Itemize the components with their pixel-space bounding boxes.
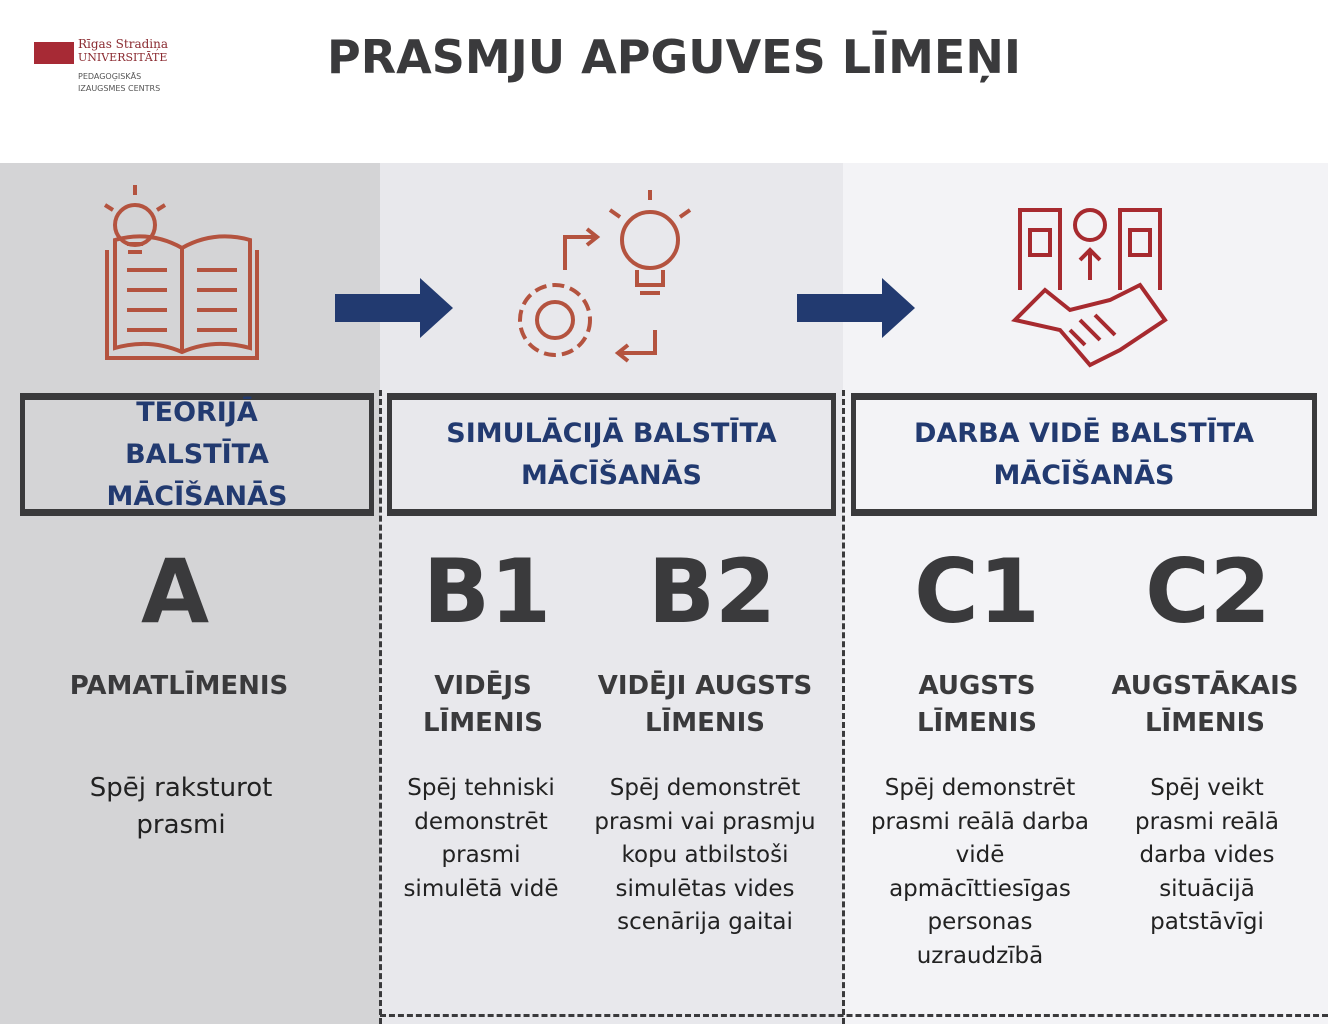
logo-line-3: PEDAGOĢISKĀS — [78, 72, 142, 81]
level-code: A — [140, 540, 210, 643]
logo-line-2: Universitāte — [78, 51, 168, 64]
level-name: AUGSTĀKAIS LĪMENIS — [1111, 671, 1299, 738]
approach-box-simulation: SIMULĀCIJĀ BALSTĪTA MĀCĪŠANĀS — [387, 393, 836, 516]
level-description: Spēj veikt prasmi reālā darba vides situ… — [1135, 775, 1279, 935]
logo-line-1: Rīgas Stradiņa — [78, 37, 169, 51]
approach-heading: SIMULĀCIJĀ BALSTĪTA MĀCĪŠANĀS — [446, 417, 777, 491]
level-name: PAMATLĪMENIS — [69, 671, 289, 701]
approach-box-theory: TEORIJĀ BALSTĪTA MĀCĪŠANĀS — [20, 393, 374, 516]
level-code: C1 — [914, 540, 1040, 643]
level-code: C2 — [1145, 540, 1271, 643]
page-title: PRASMJU APGUVES LĪMEŅI — [327, 30, 1021, 84]
column-bg-simulation — [380, 163, 843, 1024]
divider — [380, 1014, 1328, 1017]
level-description: Spēj demonstrēt prasmi vai prasmju kopu … — [594, 775, 816, 935]
level-description: Spēj raksturot prasmi — [89, 773, 273, 840]
approach-box-workplace: DARBA VIDĒ BALSTĪTA MĀCĪŠANĀS — [851, 393, 1317, 516]
level-name: VIDĒJS LĪMENIS — [422, 671, 544, 738]
approach-heading: TEORIJĀ BALSTĪTA MĀCĪŠANĀS — [106, 396, 288, 512]
handshake-buildings-icon — [1011, 208, 1168, 368]
arrow-right-icon — [335, 278, 453, 338]
level-name: AUGSTS LĪMENIS — [916, 671, 1038, 738]
arrow-right-icon — [797, 278, 915, 338]
logo-line-4: IZAUGSMES CENTRS — [78, 84, 161, 93]
level-name: VIDĒJI AUGSTS LĪMENIS — [597, 671, 813, 738]
logo-mark-icon — [34, 42, 74, 64]
level-code: B1 — [422, 540, 552, 643]
level-description: Spēj demonstrēt prasmi reālā darba vidē … — [870, 775, 1090, 969]
divider — [379, 390, 382, 1024]
column-bg-theory — [0, 163, 380, 1024]
divider — [842, 390, 845, 1024]
level-code: B2 — [647, 540, 777, 643]
gear-lightbulb-cycle-icon — [518, 190, 692, 363]
approach-heading: DARBA VIDĒ BALSTĪTA MĀCĪŠANĀS — [914, 417, 1254, 491]
book-lightbulb-icon — [103, 185, 259, 360]
level-description: Spēj tehniski demonstrēt prasmi simulētā… — [403, 775, 559, 902]
